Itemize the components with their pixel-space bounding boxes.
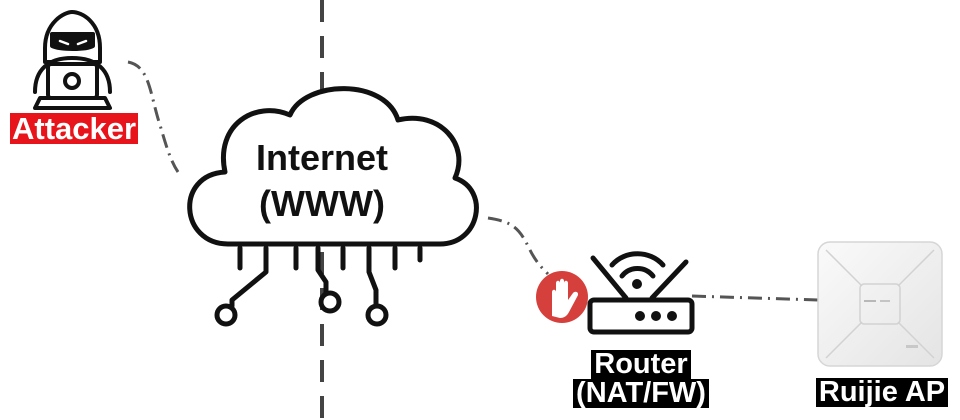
internet-label-line1: Internet <box>255 137 388 178</box>
hacker-laptop-icon <box>33 10 112 110</box>
access-point-icon <box>817 241 943 367</box>
ap-label: Ruijie AP <box>806 378 958 407</box>
router-label-line1: Router <box>591 350 691 379</box>
router-label-line2: (NAT/FW) <box>573 379 709 408</box>
connector-internet-router <box>487 216 550 276</box>
router-label: Router (NAT/FW) <box>560 350 722 408</box>
internet-label-line2: (WWW) <box>259 183 385 224</box>
attacker-label: Attacker <box>10 111 139 146</box>
cloud-circuit-icon <box>187 86 479 327</box>
hand-block-icon <box>536 271 588 323</box>
ap-label-text: Ruijie AP <box>815 378 949 407</box>
connector-router-ap <box>691 294 819 302</box>
wifi-router-icon <box>587 251 695 335</box>
